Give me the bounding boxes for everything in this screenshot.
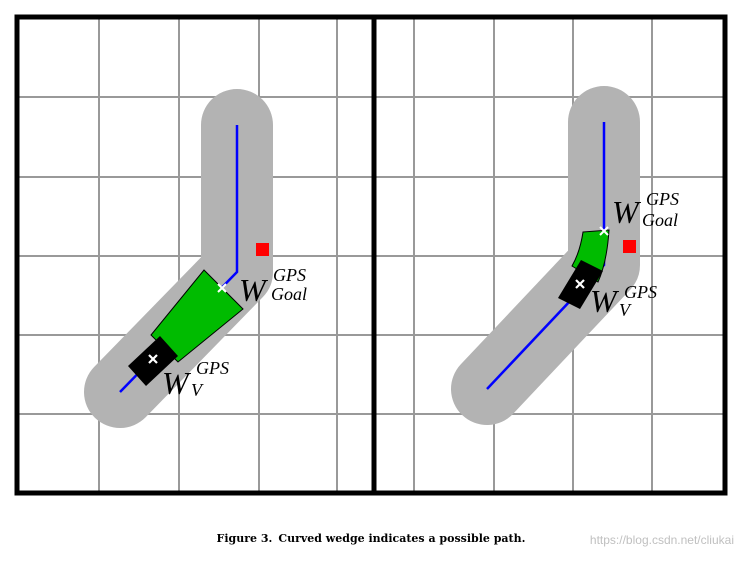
panel-right: W GPS Goal W GPS V bbox=[374, 17, 725, 493]
label-goal-right: W GPS Goal bbox=[612, 189, 679, 230]
svg-text:V: V bbox=[191, 380, 204, 400]
panel-left: W GPS Goal W GPS V bbox=[17, 17, 374, 493]
svg-text:Goal: Goal bbox=[271, 284, 307, 304]
svg-text:GPS: GPS bbox=[196, 358, 229, 378]
svg-text:GPS: GPS bbox=[624, 282, 657, 302]
figure-caption: Figure 3. Curved wedge indicates a possib… bbox=[0, 532, 742, 545]
label-vehicle-right: W GPS V bbox=[590, 282, 657, 320]
vehicle-marker-right bbox=[575, 279, 585, 289]
svg-text:W: W bbox=[590, 283, 620, 319]
target-marker-left bbox=[256, 243, 269, 256]
label-vehicle-left: W GPS V bbox=[162, 358, 229, 401]
watermark-url: https://blog.csdn.net/cliukai bbox=[589, 533, 734, 547]
figure-number: Figure 3. bbox=[216, 532, 273, 545]
goal-marker-right bbox=[599, 226, 609, 236]
svg-text:V: V bbox=[619, 300, 632, 320]
svg-text:Goal: Goal bbox=[642, 210, 678, 230]
label-goal-left: W GPS Goal bbox=[239, 265, 307, 308]
svg-text:W: W bbox=[612, 194, 642, 230]
wedge-left bbox=[150, 269, 244, 363]
svg-text:W: W bbox=[239, 272, 269, 308]
figure-frame bbox=[14, 14, 728, 496]
vehicle-left bbox=[128, 336, 178, 386]
figure-canvas: W GPS Goal W GPS V bbox=[14, 14, 728, 496]
caption-text: Curved wedge indicates a possible path. bbox=[278, 532, 526, 545]
svg-text:GPS: GPS bbox=[646, 189, 679, 209]
svg-text:W: W bbox=[162, 365, 192, 401]
svg-text:GPS: GPS bbox=[273, 265, 306, 285]
vehicle-marker-left bbox=[148, 354, 158, 364]
target-marker-right bbox=[623, 240, 636, 253]
goal-marker-left bbox=[217, 283, 227, 293]
